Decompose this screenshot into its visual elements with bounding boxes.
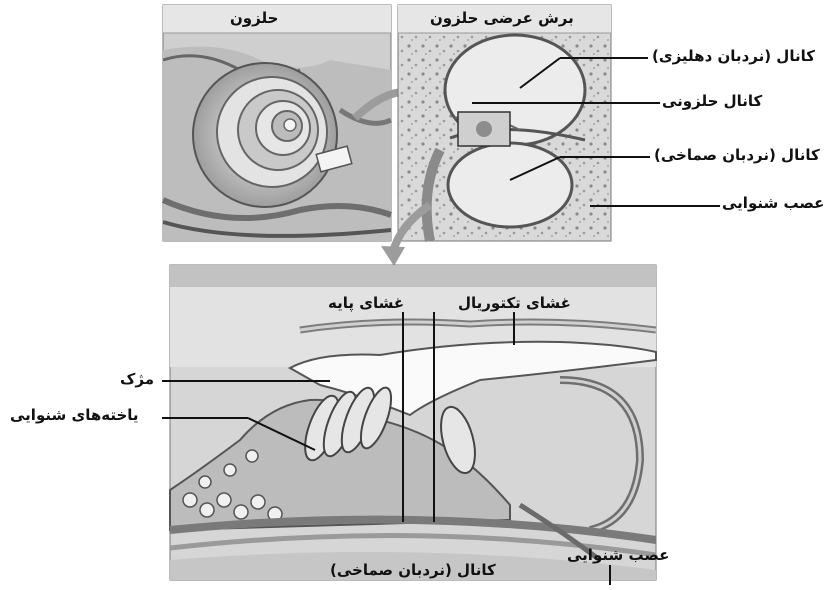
label-tympanic-canal: کانال (نردبان صماخی) [654,146,820,164]
label-basilar-membrane: غشای پایه [328,294,404,312]
label-vestibular-canal: کانال (نردبان دهلیزی) [652,47,815,65]
label-auditory-nerve-bottom: عصب شنوایی [567,546,669,564]
label-hair-cells: یاخته‌های شنوایی [10,406,139,424]
label-cilia: مژک [120,370,154,388]
cochlea-title: حلزون [230,9,278,27]
cross-section-title: برش عرضی حلزون [430,9,574,27]
organ-of-corti-panel [170,265,656,580]
cochlea-panel [163,5,391,241]
label-tectorial-membrane: غشای تکتوریال [458,294,571,312]
arrow-down-icon [381,246,405,266]
label-tympanic-canal-bottom: کانال (نردبان صماخی) [330,561,496,579]
cochlea-spiral [193,63,337,207]
label-auditory-nerve-top: عصب شنوایی [722,194,824,212]
label-cochlear-duct: کانال حلزونی [662,92,762,110]
